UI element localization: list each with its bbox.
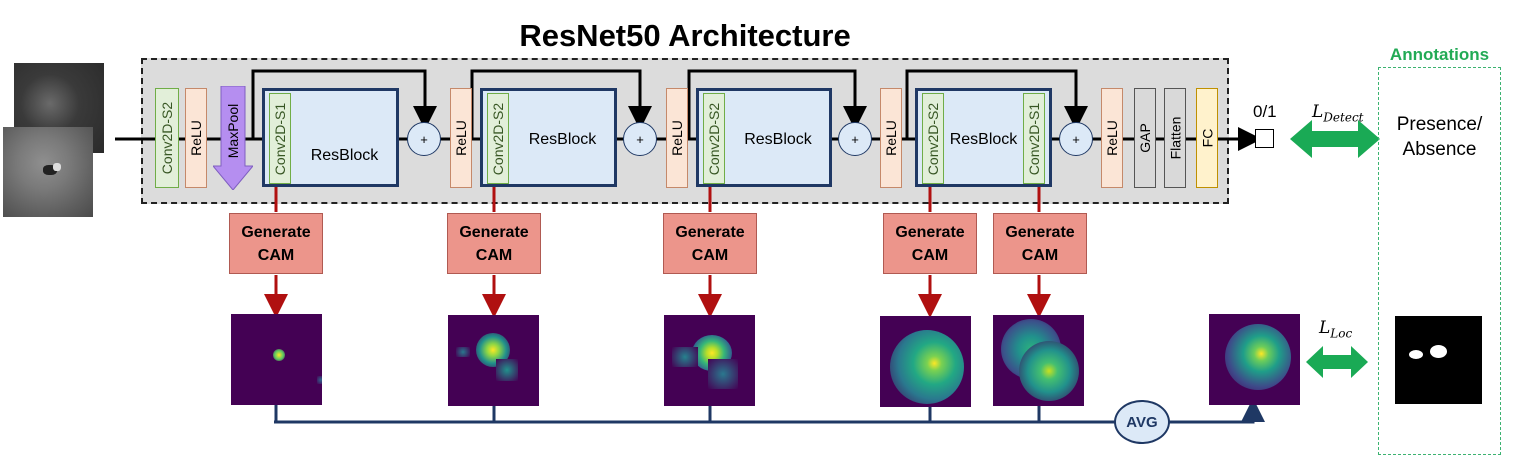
add-node-4: +: [1059, 122, 1093, 156]
resblock-4: Conv2D-S2 ResBlock Conv2D-S1: [915, 88, 1052, 187]
skip-connection-1: [251, 69, 437, 139]
add-node-2: +: [623, 122, 657, 156]
avg-node: AVG: [1114, 400, 1170, 444]
annotations-box: [1378, 67, 1501, 455]
resblock-2-label: ResBlock: [528, 131, 597, 148]
relu-1: ReLU: [450, 88, 472, 188]
relu-3: ReLU: [880, 88, 902, 188]
maxpool-label: MaxPool: [225, 103, 241, 159]
resblock-4-label: ResBlock: [949, 131, 1018, 148]
presence-absence-label: Presence/ Absence: [1396, 114, 1483, 160]
resblock-1: Conv2D-S1 ResBlock: [262, 88, 399, 187]
generate-cam-1: Generate CAM: [229, 213, 323, 274]
diagram-title: ResNet50 Architecture: [519, 18, 851, 53]
cam-heatmap-avg: [1209, 314, 1300, 405]
detect-double-arrow: [1290, 120, 1380, 158]
avg-line: [274, 398, 1265, 424]
cam-heatmap-5: [993, 315, 1084, 406]
resblock-1-conv: Conv2D-S1: [269, 93, 291, 184]
resblock-3-conv: Conv2D-S2: [703, 93, 725, 184]
resblock-4-conv-left: Conv2D-S2: [922, 93, 944, 184]
relu-2: ReLU: [666, 88, 688, 188]
loss-loc-label: LLoc: [1319, 318, 1353, 341]
skip-connection-3: [687, 69, 867, 139]
maxpool-arrow: [213, 86, 253, 190]
skip-connection-4: [905, 69, 1088, 139]
flatten-layer: Flatten: [1164, 88, 1186, 188]
cam-heatmap-1: [231, 314, 322, 405]
add-node-1: +: [407, 122, 441, 156]
cam-heatmap-2: [448, 315, 539, 406]
resblock-4-conv-right: Conv2D-S1: [1023, 93, 1045, 184]
segmentation-mask: [1395, 316, 1482, 404]
output-label: 0/1: [1253, 102, 1277, 121]
cam-heatmap-4: [880, 316, 971, 407]
relu-4: ReLU: [1101, 88, 1123, 188]
output-square: [1255, 129, 1274, 148]
generate-cam-4: Generate CAM: [883, 213, 977, 274]
stem-conv2d-s2: Conv2D-S2: [155, 88, 179, 188]
loss-detect-label: LDetect: [1312, 102, 1364, 125]
resblock-2: Conv2D-S2 ResBlock: [480, 88, 617, 187]
generate-cam-5: Generate CAM: [993, 213, 1087, 274]
input-image-front: [3, 127, 93, 217]
annotations-title: Annotations: [1389, 45, 1490, 64]
loc-double-arrow: [1306, 346, 1368, 378]
resblock-3: Conv2D-S2 ResBlock: [696, 88, 832, 187]
fc-layer: FC: [1196, 88, 1218, 188]
resblock-2-conv: Conv2D-S2: [487, 93, 509, 184]
skip-connection-2: [470, 69, 652, 139]
stem-relu: ReLU: [185, 88, 207, 188]
gap-layer: GAP: [1134, 88, 1156, 188]
generate-cam-2: Generate CAM: [447, 213, 541, 274]
cam-heatmap-3: [664, 315, 755, 406]
resblock-3-label: ResBlock: [744, 131, 812, 148]
generate-cam-3: Generate CAM: [663, 213, 757, 274]
add-node-3: +: [838, 122, 872, 156]
resblock-1-label: ResBlock: [310, 147, 379, 164]
